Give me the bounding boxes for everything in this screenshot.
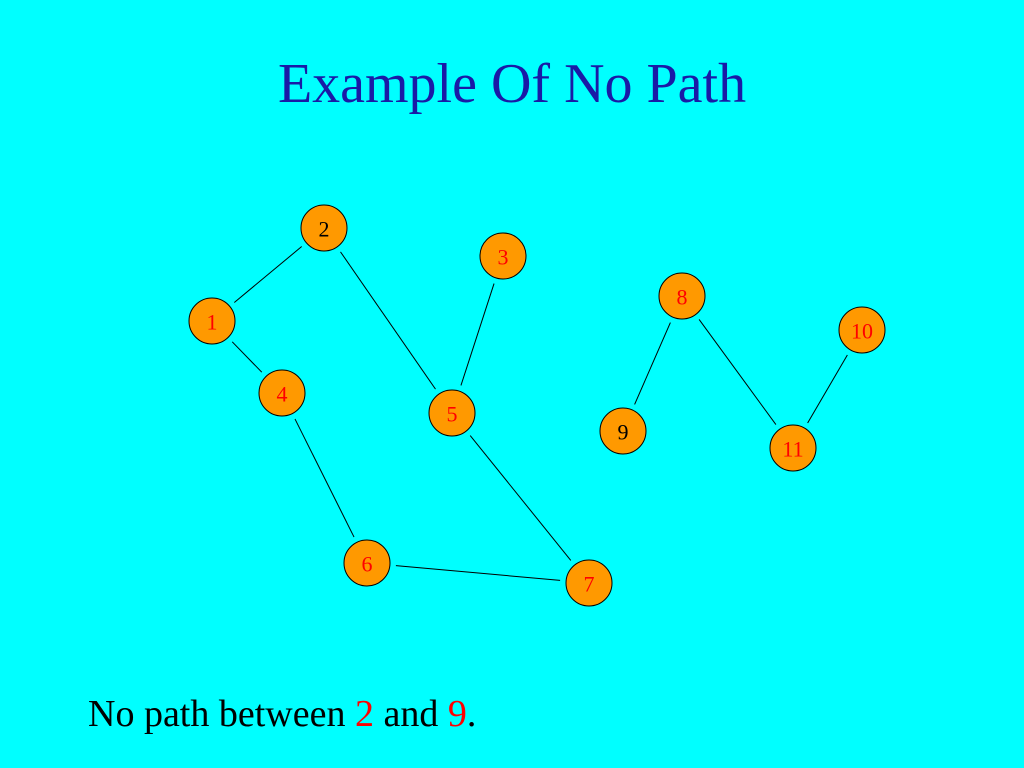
- node-6-circle: [343, 539, 391, 587]
- edge-2-5: [340, 251, 436, 390]
- node-1-label: 1: [207, 310, 218, 335]
- node-3: 3: [479, 232, 527, 280]
- graph-nodes: 1 2 3 4 5 6 7 8 9 10 11: [188, 204, 886, 607]
- edge-8-9: [634, 322, 671, 405]
- node-6-label: 6: [362, 552, 373, 577]
- node-2: 2: [300, 204, 348, 252]
- node-10-label: 10: [851, 319, 873, 344]
- edge-4-6: [294, 418, 355, 538]
- node-1-circle: [188, 297, 236, 345]
- node-8-label: 8: [677, 285, 688, 310]
- node-3-label: 3: [498, 245, 509, 270]
- node-1: 1: [188, 297, 236, 345]
- caption-node-a: 2: [354, 693, 374, 735]
- node-4: 4: [258, 369, 306, 417]
- node-5: 5: [428, 389, 476, 437]
- node-11-circle: [769, 424, 817, 472]
- edge-10-11: [807, 354, 848, 424]
- edge-5-7: [469, 435, 572, 561]
- caption: No path between 2 and 9.: [88, 692, 476, 736]
- node-10: 10: [838, 306, 886, 354]
- node-6: 6: [343, 539, 391, 587]
- node-5-circle: [428, 389, 476, 437]
- node-9-label: 9: [618, 420, 629, 445]
- edge-1-4: [231, 341, 263, 373]
- node-3-circle: [479, 232, 527, 280]
- node-2-circle: [300, 204, 348, 252]
- node-9: 9: [599, 407, 647, 455]
- node-8-circle: [658, 272, 706, 320]
- node-5-label: 5: [447, 402, 458, 427]
- graph-edges: [231, 246, 848, 581]
- node-7: 7: [565, 559, 613, 607]
- caption-suffix: .: [466, 693, 477, 735]
- node-9-circle: [599, 407, 647, 455]
- caption-middle: and: [373, 693, 448, 735]
- node-2-label: 2: [319, 217, 330, 242]
- node-8: 8: [658, 272, 706, 320]
- slide-title: Example Of No Path: [277, 53, 747, 115]
- caption-node-b: 9: [447, 693, 467, 735]
- edge-8-11: [698, 319, 777, 425]
- node-11-label: 11: [782, 437, 803, 462]
- node-7-label: 7: [584, 572, 595, 597]
- node-4-label: 4: [277, 382, 288, 407]
- node-4-circle: [258, 369, 306, 417]
- edge-6-7: [395, 565, 561, 581]
- caption-prefix: No path between: [88, 693, 355, 735]
- edge-1-2: [233, 246, 303, 303]
- edge-3-5: [460, 283, 495, 386]
- node-10-circle: [838, 306, 886, 354]
- node-11: 11: [769, 424, 817, 472]
- node-7-circle: [565, 559, 613, 607]
